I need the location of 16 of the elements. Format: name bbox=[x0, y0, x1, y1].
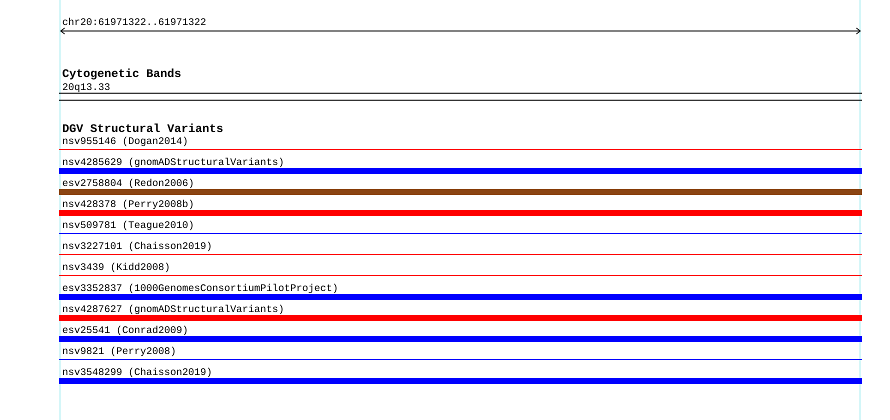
feature-label: nsv4285629 (gnomADStructuralVariants) bbox=[63, 158, 283, 168]
feature-label: nsv3439 (Kidd2008) bbox=[63, 262, 169, 272]
feature-label: nsv4287627 (gnomADStructuralVariants) bbox=[63, 304, 283, 314]
feature-label: nsv3548299 (Chaisson2019) bbox=[63, 368, 211, 378]
feature-label: nsv9821 (Perry2008) bbox=[63, 346, 175, 356]
feature-label: nsv428378 (Perry2008b) bbox=[63, 200, 193, 210]
track-heading: DGV Structural Variants bbox=[62, 124, 223, 132]
feature-label: nsv3227101 (Chaisson2019) bbox=[63, 242, 211, 252]
feature-label: esv2758804 (Redon2006) bbox=[62, 178, 193, 188]
feature-label: nsv955146 (Dogan2014) bbox=[63, 136, 187, 146]
track-heading: Cytogenetic Bands bbox=[62, 68, 181, 80]
feature-label: nsv509781 (Teague2010) bbox=[63, 220, 193, 230]
feature-label: esv25541 (Conrad2009) bbox=[62, 326, 187, 336]
feature-label: esv3352837 (1000GenomesConsortiumPilotProject) bbox=[62, 284, 337, 294]
band-label: 20q13.33 bbox=[62, 83, 110, 92]
location-label: chr20:61971322..61971322 bbox=[62, 18, 206, 26]
